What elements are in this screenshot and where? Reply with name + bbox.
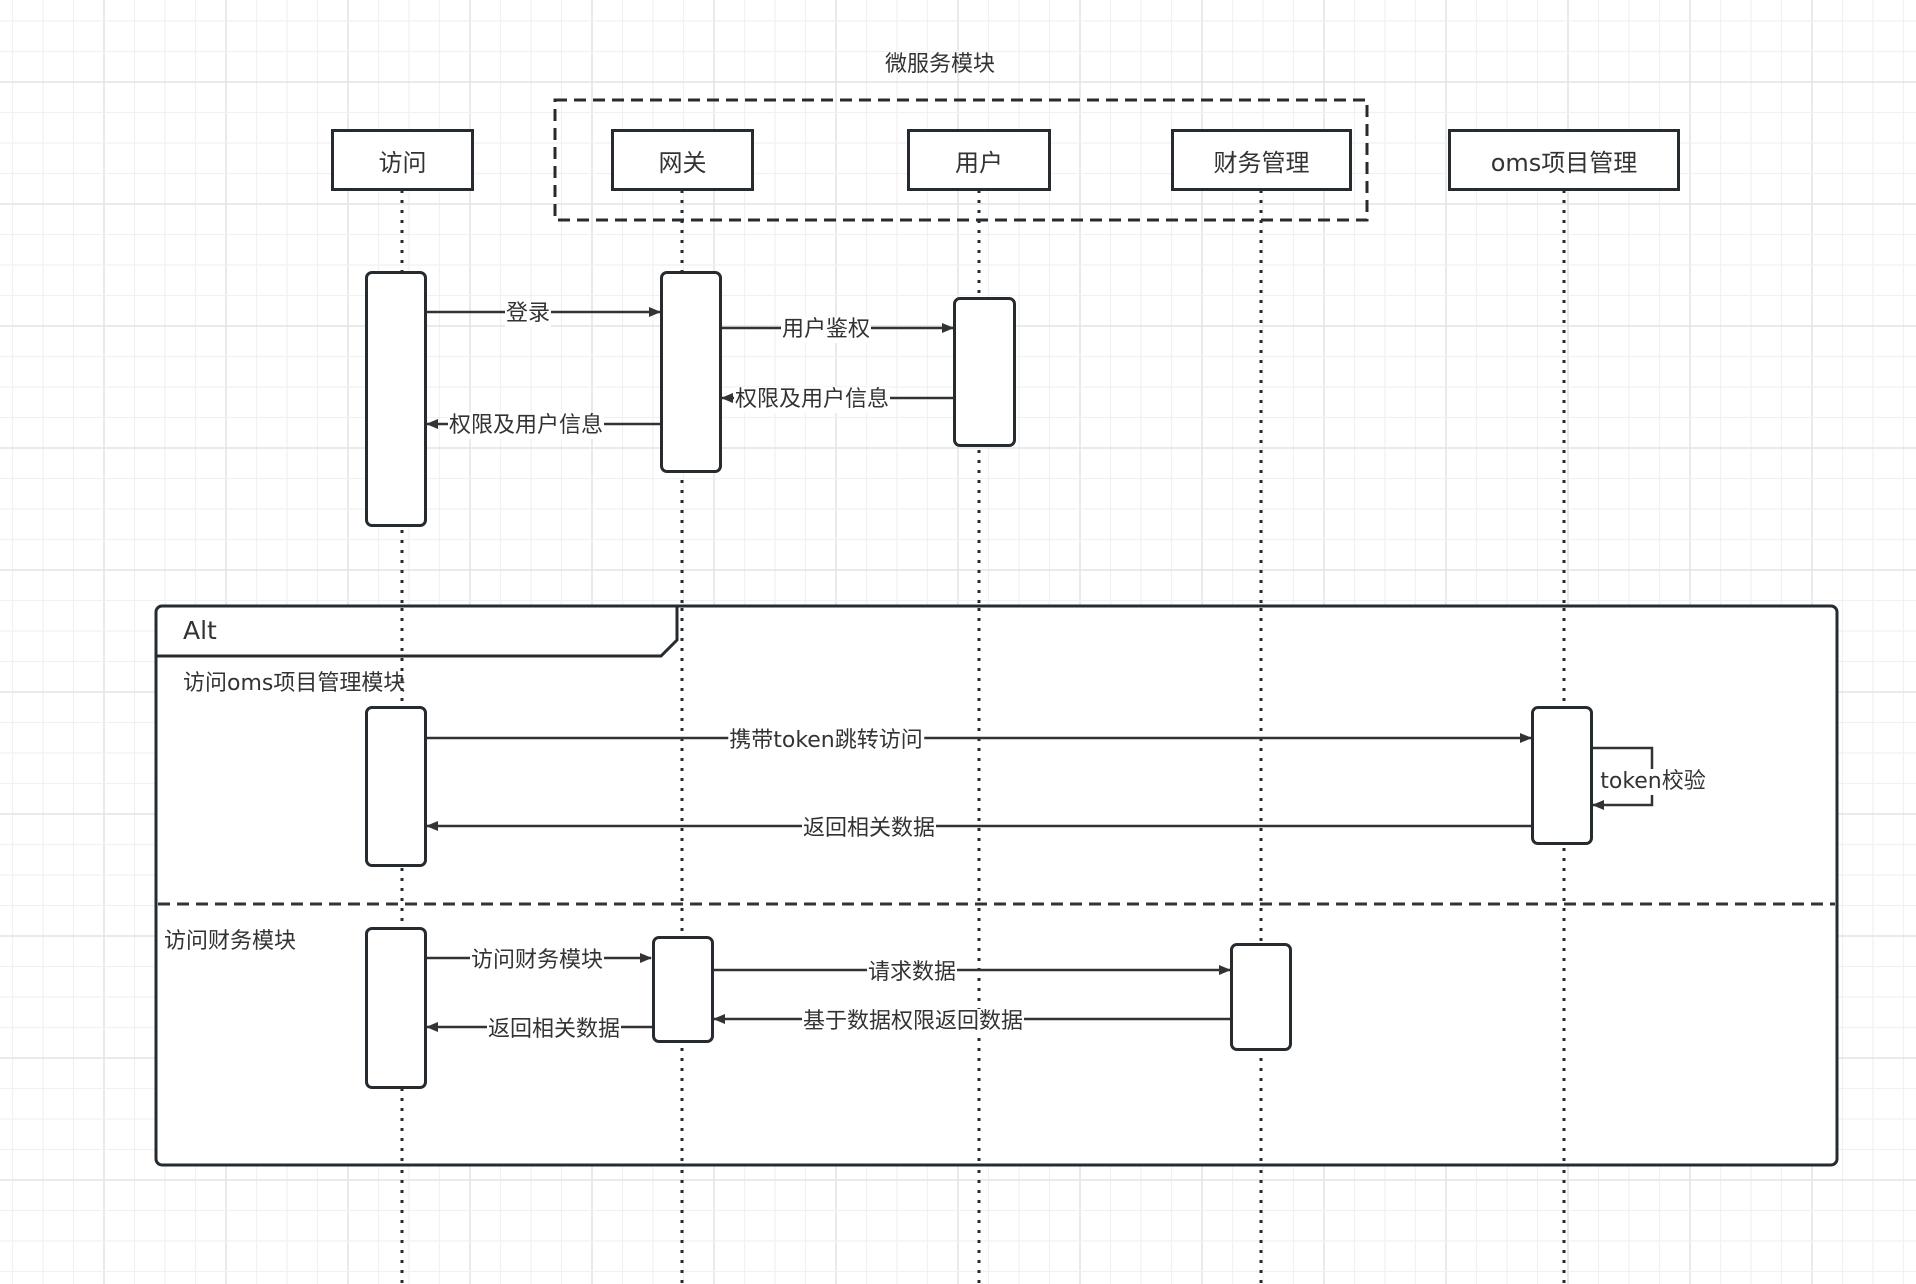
alt-frame-tab xyxy=(156,606,679,658)
activation-finance-1[interactable] xyxy=(1230,943,1292,1051)
microservice-group-box xyxy=(553,98,1369,222)
message-label: 携带token跳转访问 xyxy=(728,728,924,754)
participant-label: 访问 xyxy=(378,148,427,177)
activation-user-1[interactable] xyxy=(953,297,1016,447)
alt-branch-condition: 访问财务模块 xyxy=(164,929,297,954)
participant-label: 用户 xyxy=(955,148,1003,177)
participant-user[interactable]: 用户 xyxy=(907,129,1051,191)
participant-label: oms项目管理 xyxy=(1490,148,1638,177)
message-label: 返回相关数据 xyxy=(801,816,937,842)
participant-label: 财务管理 xyxy=(1213,148,1310,177)
alt-frame-label: Alt xyxy=(183,616,217,645)
activation-gateway-1[interactable] xyxy=(660,271,722,473)
participant-finance[interactable]: 财务管理 xyxy=(1171,129,1352,191)
participant-label: 网关 xyxy=(658,148,707,177)
message-label: 访问财务模块 xyxy=(469,948,605,974)
message-label: 基于数据权限返回数据 xyxy=(801,1009,1025,1035)
activation-oms-1[interactable] xyxy=(1531,706,1593,845)
alt-branch-condition: 访问oms项目管理模块 xyxy=(183,671,406,696)
group-title: 微服务模块 xyxy=(885,52,996,77)
activation-visit-1[interactable] xyxy=(365,271,427,527)
activation-gateway-2[interactable] xyxy=(652,936,714,1043)
participant-oms[interactable]: oms项目管理 xyxy=(1448,129,1680,191)
participant-visit[interactable]: 访问 xyxy=(331,129,474,191)
activation-visit-2[interactable] xyxy=(365,706,427,867)
self-message-label: token校验 xyxy=(1599,769,1707,795)
message-label: 权限及用户信息 xyxy=(447,413,605,439)
message-label: 请求数据 xyxy=(866,960,958,986)
message-label: 用户鉴权 xyxy=(780,317,872,343)
message-label: 返回相关数据 xyxy=(486,1017,622,1043)
activation-visit-3[interactable] xyxy=(365,927,427,1089)
message-label: 权限及用户信息 xyxy=(733,387,891,413)
participant-gateway[interactable]: 网关 xyxy=(611,129,754,191)
message-label: 登录 xyxy=(504,301,552,327)
